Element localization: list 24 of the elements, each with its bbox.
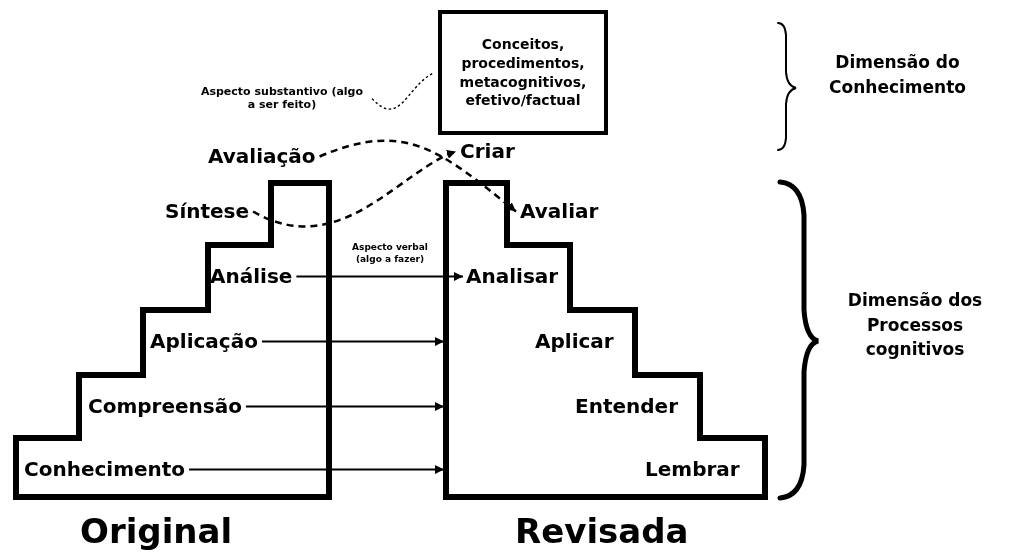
arrow	[188, 465, 445, 474]
dimension-label: Dimensão dos Processos cognitivos	[846, 289, 984, 362]
step-label: Avaliar	[520, 200, 599, 223]
staircase-title: Original	[80, 512, 233, 552]
step-label: Compreensão	[88, 395, 242, 418]
leader-line	[371, 71, 435, 110]
arrow	[295, 272, 464, 281]
step-label: Síntese	[165, 200, 250, 223]
dimension-label: Dimensão do Conhecimento	[828, 51, 967, 99]
concept-box: Conceitos, procedimentos, metacognitivos, efetivo/factual	[438, 10, 608, 135]
arrow	[260, 337, 445, 346]
step-label: Criar	[460, 140, 515, 163]
step-label: Aplicação	[150, 330, 258, 353]
step-label: Analisar	[466, 265, 559, 288]
step-label: Entender	[575, 395, 678, 418]
step-label: Aplicar	[535, 330, 614, 353]
step-label: Conhecimento	[24, 458, 186, 481]
staircase-title: Revisada	[515, 512, 689, 552]
step-label: Avaliação	[208, 145, 316, 168]
arrow	[319, 139, 517, 213]
step-label: Análise	[210, 265, 293, 288]
annotation-text: Aspecto substantivo (algo a ser feito)	[196, 86, 368, 112]
arrow	[244, 402, 445, 411]
step-label: Lembrar	[645, 458, 740, 481]
